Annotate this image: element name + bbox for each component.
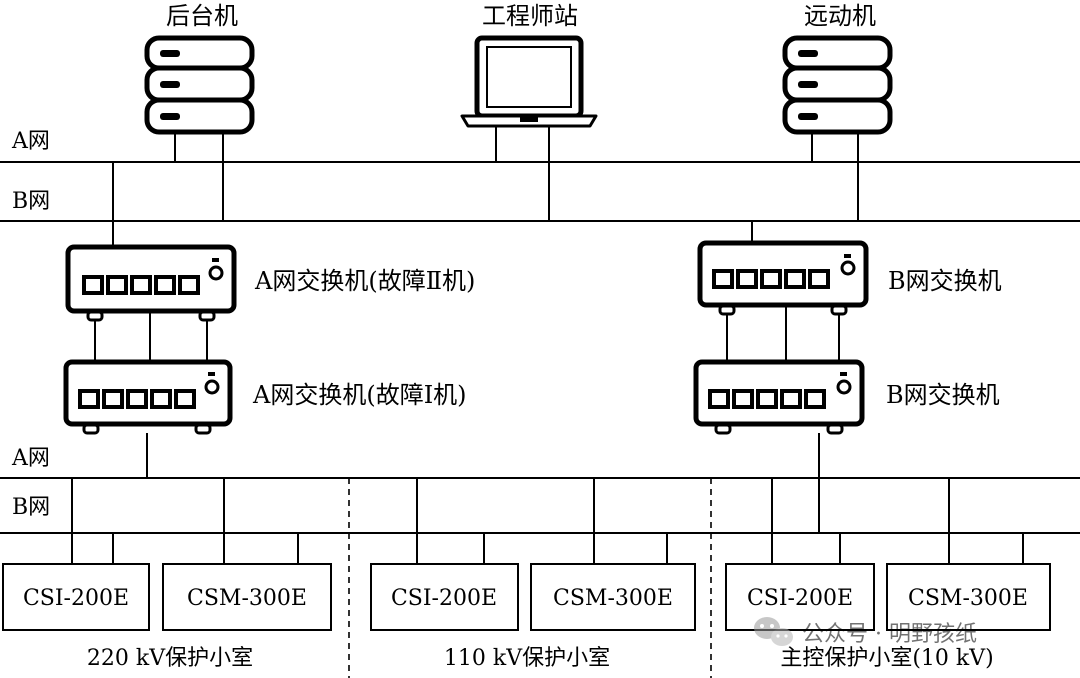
device-csm-220: CSM-300E <box>162 563 332 631</box>
server-icon <box>782 35 893 135</box>
switch-icon <box>697 240 869 316</box>
b-switch-upper-label: B网交换机 <box>888 267 1002 295</box>
watermark-text: 公众号 · 明野孩纸 <box>802 622 977 647</box>
device-label: CSI-200E <box>23 586 129 611</box>
switch-icon <box>693 359 865 435</box>
device-label: CSM-300E <box>187 586 307 611</box>
network-a-bottom-label: A网 <box>11 446 50 471</box>
server-icon <box>144 35 255 135</box>
device-csm-110: CSM-300E <box>530 563 696 631</box>
switch-icon <box>63 359 233 435</box>
remote-terminal-label: 远动机 <box>804 2 876 30</box>
device-label: CSM-300E <box>908 586 1028 611</box>
device-csi-main: CSI-200E <box>725 563 875 631</box>
top-connection-wires <box>112 127 859 247</box>
device-label: CSI-200E <box>391 586 497 611</box>
switch-interconnect-wires <box>94 311 208 478</box>
switch-icon <box>65 244 237 322</box>
a-switch-fault2-label: A网交换机(故障Ⅱ机) <box>254 267 475 295</box>
b-switch-lower-label: B网交换机 <box>886 381 1000 409</box>
device-csi-110: CSI-200E <box>370 563 519 631</box>
device-csm-main: CSM-300E <box>886 563 1051 631</box>
network-a-top-label: A网 <box>11 129 50 154</box>
bottom-connection-wires <box>71 478 1024 563</box>
device-label: CSI-200E <box>747 586 853 611</box>
switch-interconnect-wires <box>726 305 840 533</box>
engineer-station-label: 工程师站 <box>482 2 578 30</box>
network-b-top-label: B网 <box>12 189 50 214</box>
laptop-icon <box>460 35 598 128</box>
a-switch-fault1-label: A网交换机(故障Ⅰ机) <box>252 381 467 409</box>
network-b-bottom-label: B网 <box>12 495 50 520</box>
device-csi-220: CSI-200E <box>2 563 150 631</box>
watermark: 公众号 · 明野孩纸 <box>754 617 977 647</box>
backend-server-label: 后台机 <box>166 2 238 30</box>
room-main-label: 主控保护小室(10 kV) <box>780 646 993 671</box>
device-label: CSM-300E <box>553 586 673 611</box>
room-110-label: 110 kV保护小室 <box>444 646 610 671</box>
wechat-icon <box>754 617 793 646</box>
room-220-label: 220 kV保护小室 <box>87 646 253 671</box>
